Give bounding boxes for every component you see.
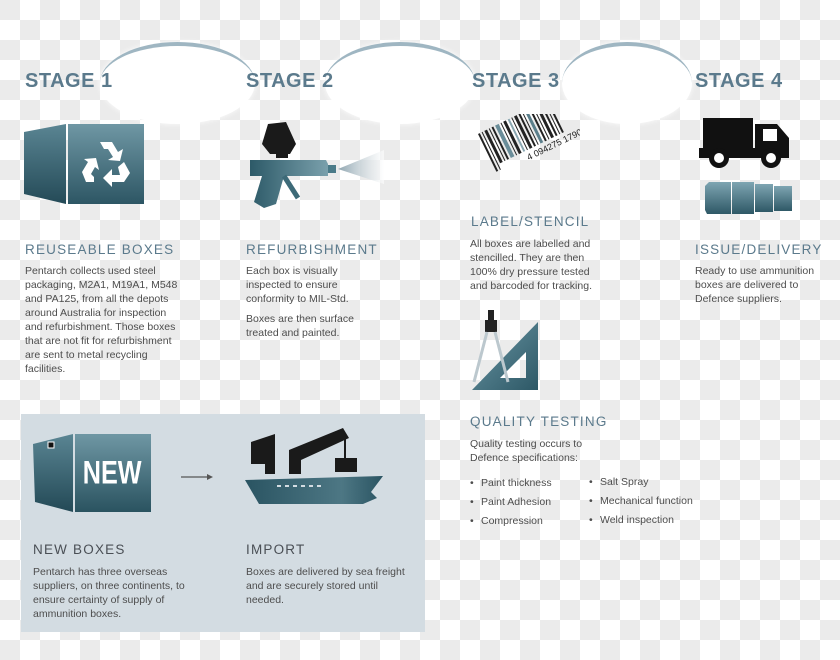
quality-testing-heading: QUALITY TESTING: [470, 414, 608, 429]
connector-ellipse-3: [562, 42, 692, 124]
quality-item: Paint thickness: [470, 476, 552, 490]
quality-item: Paint Adhesion: [470, 495, 552, 509]
stage-1-title: STAGE 1: [25, 70, 113, 92]
refurbishment-text: Each box is visually inspected to ensure…: [246, 264, 371, 346]
recycle-box-icon: [24, 122, 144, 204]
new-boxes-paragraph: Pentarch has three overseas suppliers, o…: [33, 566, 185, 620]
import-heading: IMPORT: [246, 542, 306, 557]
compass-set-square-icon: [470, 310, 542, 392]
label-paragraph: All boxes are labelled and stencilled. T…: [470, 238, 592, 292]
issue-delivery-heading: ISSUE/DELIVERY: [695, 242, 823, 257]
connector-ellipse-2: [325, 42, 475, 124]
refurbishment-paragraph-2: Boxes are then surface treated and paint…: [246, 313, 354, 339]
refurbishment-heading: REFURBISHMENT: [246, 242, 378, 257]
new-boxes-text: Pentarch has three overseas suppliers, o…: [33, 565, 193, 627]
stage-3-title: STAGE 3: [472, 70, 560, 92]
new-box-icon: NEW: [33, 434, 153, 514]
quality-intro-text: Quality testing occurs to Defence specif…: [470, 438, 583, 464]
new-box-label: NEW: [83, 456, 142, 492]
reuseable-boxes-text: Pentarch collects used steel packaging, …: [25, 264, 185, 382]
import-paragraph: Boxes are delivered by sea freight and a…: [246, 566, 405, 606]
stage-2-title: STAGE 2: [246, 70, 334, 92]
label-stencil-heading: LABEL/STENCIL: [471, 214, 590, 229]
barcode-icon: 4 094275 17903: [470, 114, 580, 194]
stage-4-title: STAGE 4: [695, 70, 783, 92]
quality-list-right: Salt Spray Mechanical function Weld insp…: [589, 475, 693, 532]
connector-ellipse-1: [100, 42, 255, 124]
arrow-right-icon: [181, 472, 213, 482]
quality-item: Compression: [470, 514, 552, 528]
label-stencil-text: All boxes are labelled and stencilled. T…: [470, 237, 610, 299]
refurbishment-paragraph-1: Each box is visually inspected to ensure…: [246, 265, 349, 305]
reuseable-boxes-heading: REUSEABLE BOXES: [25, 242, 175, 257]
new-boxes-heading: NEW BOXES: [33, 542, 126, 557]
quality-item: Salt Spray: [589, 475, 693, 489]
import-text: Boxes are delivered by sea freight and a…: [246, 565, 406, 613]
quality-item: Weld inspection: [589, 513, 693, 527]
quality-list-left: Paint thickness Paint Adhesion Compressi…: [470, 476, 552, 533]
issue-paragraph: Ready to use ammunition boxes are delive…: [695, 265, 815, 305]
issue-delivery-text: Ready to use ammunition boxes are delive…: [695, 264, 825, 312]
quality-item: Mechanical function: [589, 494, 693, 508]
delivery-truck-icon: [699, 116, 799, 216]
spray-gun-icon: [248, 122, 388, 212]
cargo-ship-icon: [245, 428, 385, 514]
reuseable-paragraph: Pentarch collects used steel packaging, …: [25, 265, 178, 375]
